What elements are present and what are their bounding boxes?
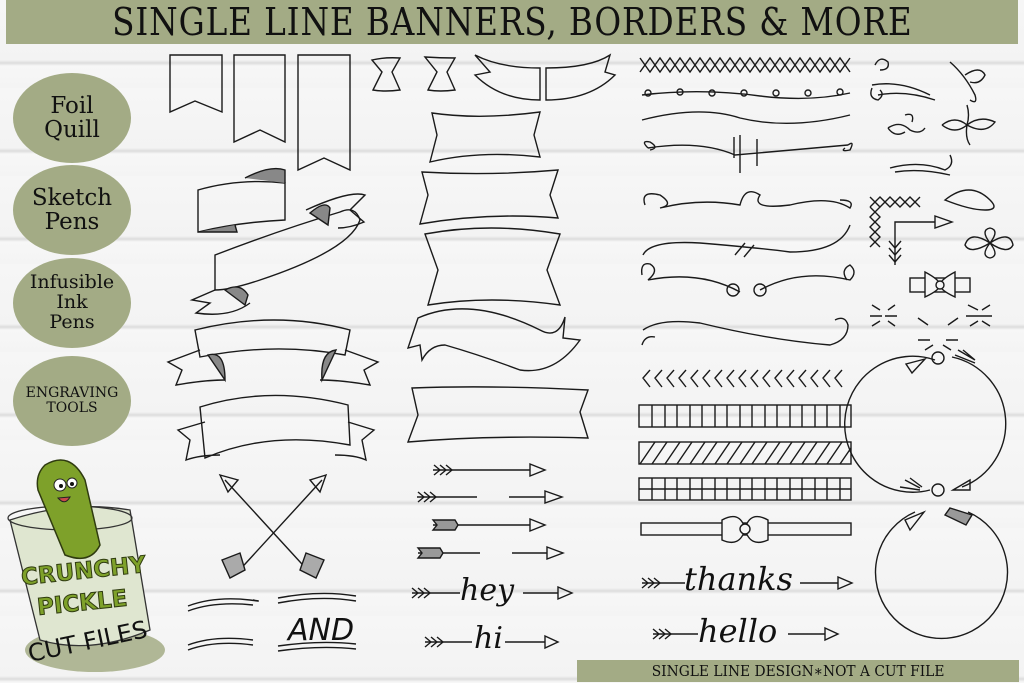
thanks-script-text: thanks — [684, 560, 793, 598]
corner-flourishes — [870, 58, 997, 211]
border-flourish-ticks — [643, 135, 853, 173]
tool-label: Infusible — [29, 271, 115, 294]
border-diagonal-stripes — [638, 441, 852, 465]
crunchy-pickle-logo: CRUNCHY PICKLE CUT FILES — [7, 459, 165, 672]
tool-badge-engraving-tools: ENGRAVING TOOLS — [13, 356, 131, 446]
title-banner: SINGLE LINE BANNERS, BORDERS & MORE — [6, 0, 1018, 44]
tool-label: TOOLS — [46, 400, 98, 416]
tool-label: Quill — [44, 117, 100, 143]
tool-badge-infusible-ink-pens: Infusible Ink Pens — [13, 258, 131, 348]
word-arrow-hi — [424, 634, 560, 650]
tool-label: Pens — [49, 310, 95, 333]
split-banners-top — [370, 53, 617, 101]
pennant-banners — [169, 54, 351, 172]
border-chevrons — [642, 369, 843, 388]
and-divider-text: AND — [286, 613, 354, 648]
burst-lines — [870, 304, 992, 351]
word-arrow-hello — [652, 626, 840, 642]
border-grid — [638, 477, 852, 501]
border-scroll — [641, 88, 851, 100]
word-arrow-thanks — [641, 575, 854, 591]
word-arrow-hey — [411, 585, 574, 601]
tool-label: Pens — [44, 209, 100, 235]
tool-label: Foil — [50, 92, 94, 119]
border-swirl — [640, 263, 855, 297]
border-long-swoop-tail — [641, 335, 656, 346]
border-long-swoop — [642, 317, 849, 346]
border-loop-flourish — [643, 191, 852, 209]
ribbon-banner-curled — [197, 167, 286, 233]
arrows-set — [416, 462, 565, 561]
border-diamonds — [639, 56, 851, 74]
circle-arrow-frame-1 — [844, 349, 1007, 497]
footer-note-banner: SINGLE LINE DESIGN∗NOT A CUT FILE — [577, 660, 1019, 682]
circle-arrow-frame-2 — [874, 507, 1009, 640]
tool-label: ENGRAVING — [25, 385, 119, 402]
wave-dividers — [187, 592, 357, 652]
hey-script-text: hey — [460, 573, 515, 608]
border-wave — [641, 111, 851, 125]
ribbon-banner-arched-2 — [176, 394, 376, 462]
footer-note: SINGLE LINE DESIGN∗NOT A CUT FILE — [651, 662, 945, 680]
corner-arrow — [888, 215, 955, 265]
pickle-character-icon — [36, 459, 101, 560]
ribbon-banners-flat — [406, 111, 589, 443]
border-tick-swoop — [642, 224, 851, 258]
corner-diamond-border — [869, 196, 921, 248]
flower-flourish — [964, 227, 1014, 259]
hello-script-text: hello — [698, 612, 777, 650]
tool-badge-sketch-pens: Sketch Pens — [13, 165, 131, 255]
tool-label: Sketch — [31, 184, 113, 211]
tool-badge-foil-quill: Foil Quill — [13, 73, 131, 163]
bowtie-small — [909, 270, 971, 299]
crossed-arrows — [218, 473, 328, 579]
page-title: SINGLE LINE BANNERS, BORDERS & MORE — [111, 0, 913, 44]
ribbon-banner-twisted — [189, 193, 367, 315]
border-bowtie-band — [640, 515, 852, 544]
hi-script-text: hi — [474, 621, 503, 656]
tool-label: Ink — [56, 291, 88, 314]
border-vertical-bars — [638, 404, 852, 428]
ribbon-banner-arched-1 — [166, 319, 380, 386]
